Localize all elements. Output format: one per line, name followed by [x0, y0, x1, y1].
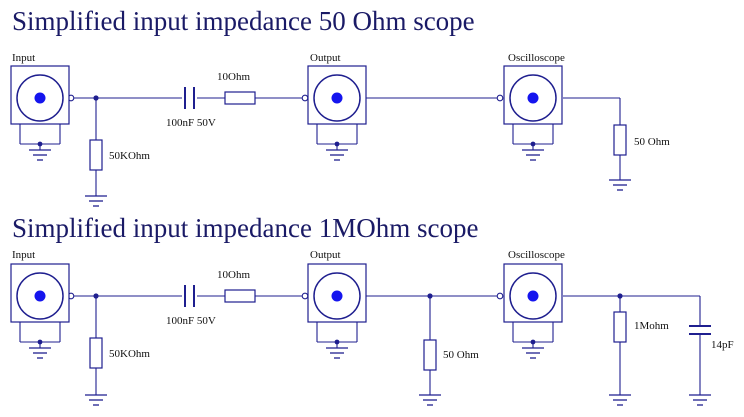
ground-symbol: [608, 394, 632, 406]
series-resistor: 10Ohm: [217, 71, 256, 105]
junction-dot: [93, 293, 99, 299]
oscilloscope-connector-label: Oscilloscope: [508, 52, 565, 64]
series-capacitor: 100nF 50V: [166, 285, 216, 327]
input-connector-label: Input: [12, 52, 35, 64]
shunt-resistor-label: 50KOhm: [109, 348, 150, 360]
series-capacitor-label: 100nF 50V: [166, 117, 216, 129]
pin-marker: [496, 292, 504, 300]
junction-dot: [617, 293, 623, 299]
shunt-resistor-label: 50KOhm: [109, 150, 150, 162]
title-1mohm-scope: Simplified input impedance 1MOhm scope: [12, 213, 479, 243]
scope-resistor-label: 1Mohm: [634, 320, 669, 332]
termination-resistor: 50 Ohm: [423, 339, 479, 371]
oscilloscope-connector-label: Oscilloscope: [508, 249, 565, 261]
shunt-resistor: 50KOhm: [89, 337, 150, 369]
oscilloscope-connector: Oscilloscope: [503, 52, 565, 161]
scope-resistor-label: 50 Ohm: [634, 136, 670, 148]
circuit-1mohm: Input Output Oscilloscope 100nF 50V 10Oh…: [10, 249, 734, 406]
oscilloscope-connector: Oscilloscope: [503, 249, 565, 359]
input-connector: Input: [10, 249, 70, 359]
output-connector-label: Output: [310, 249, 341, 261]
input-connector: Input: [10, 52, 70, 161]
series-resistor-label: 10Ohm: [217, 269, 250, 281]
circuit-50-ohm: Input Output Oscilloscope 100nF 50V 10Oh…: [10, 52, 670, 207]
output-connector-label: Output: [310, 52, 341, 64]
junction-dot: [93, 95, 99, 101]
ground-symbol: [688, 394, 712, 406]
series-resistor-label: 10Ohm: [217, 71, 250, 83]
termination-resistor-label: 50 Ohm: [443, 349, 479, 361]
series-capacitor-label: 100nF 50V: [166, 315, 216, 327]
series-capacitor: 100nF 50V: [166, 87, 216, 129]
scope-capacitor: 14pF: [689, 325, 734, 351]
junction-dot: [427, 293, 433, 299]
shunt-resistor: 50KOhm: [89, 139, 150, 171]
scope-resistor: 1Mohm: [613, 311, 669, 343]
pin-marker: [301, 94, 309, 102]
pin-marker: [301, 292, 309, 300]
input-connector-label: Input: [12, 249, 35, 261]
scope-capacitor-label: 14pF: [711, 339, 734, 351]
output-connector: Output: [307, 52, 367, 161]
ground-symbol: [84, 195, 108, 207]
output-connector: Output: [307, 249, 367, 359]
ground-symbol: [608, 179, 632, 191]
title-50-ohm-scope: Simplified input impedance 50 Ohm scope: [12, 6, 475, 36]
pin-marker: [496, 94, 504, 102]
ground-symbol: [418, 394, 442, 406]
scope-resistor: 50 Ohm: [613, 124, 670, 156]
ground-symbol: [84, 394, 108, 406]
series-resistor: 10Ohm: [217, 269, 256, 303]
